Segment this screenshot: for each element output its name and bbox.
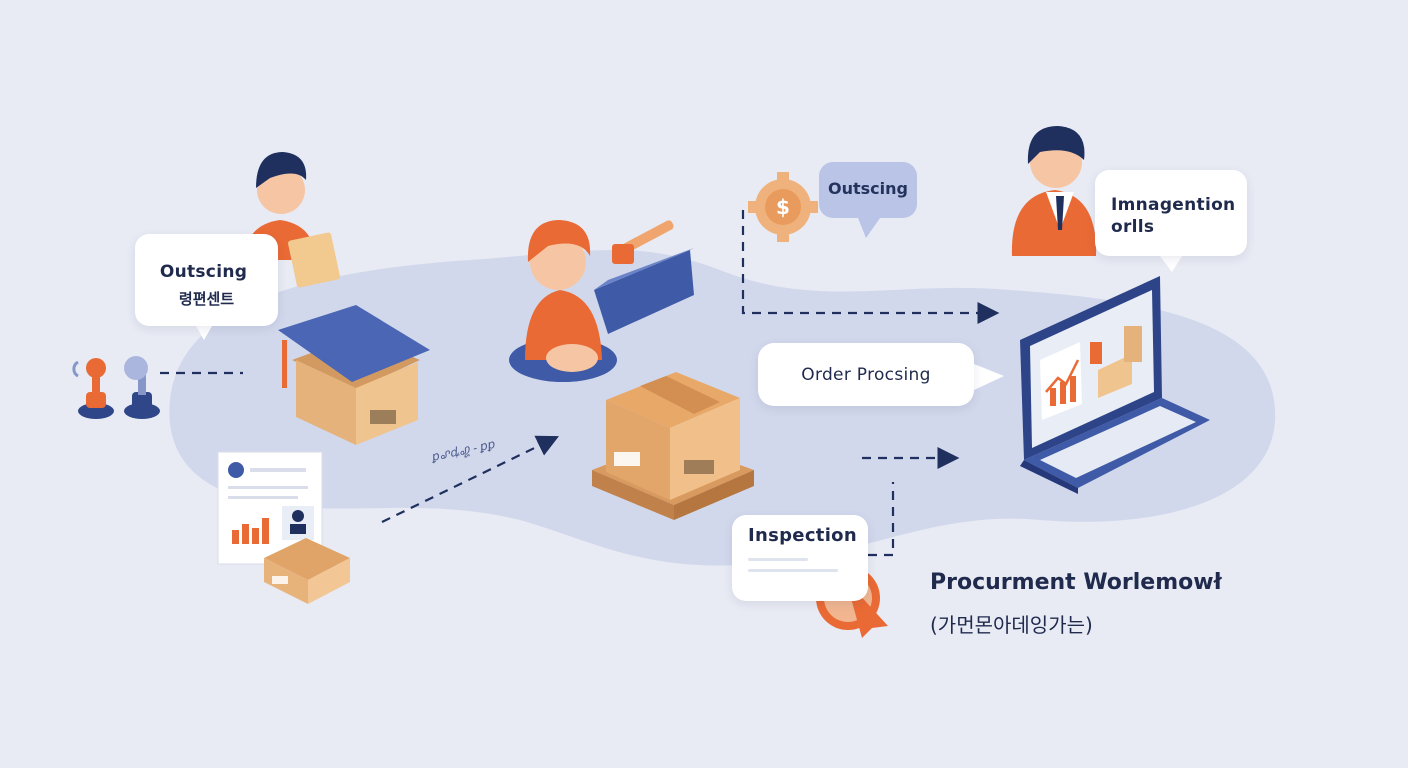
currency-gear-icon [748,172,818,242]
small-open-box-icon [264,538,350,604]
package-box-icon [592,372,754,520]
currency-symbol: $ [776,195,790,219]
inspection-line [748,558,808,561]
hammer-block-icon [594,220,694,334]
order-processing-bubble: Order Procsing [758,343,974,406]
person-center-icon [509,220,617,382]
caption-title: Procurment Worlemowł [930,570,1222,595]
laptop-dashboard-icon [1020,276,1210,494]
connector-top [741,210,1000,324]
inspection-label: Inspection [748,525,857,546]
order-processing-label: Order Procsing [801,365,931,385]
dashed-connectors [160,210,1000,557]
caption-subtitle: (가먼몬아데잉가는) [930,613,1093,637]
bubble-tail-right [1160,256,1182,272]
outsourcing-bubble-left: Outscing 령편센트 [135,234,278,326]
outsourcing-left-subtitle: 령편센트 [178,290,235,308]
imagination-line1: Imnagention [1111,195,1236,215]
caption: Procurment Worlemowł (가먼몬아데잉가는) [930,570,1222,638]
inspection-line [748,569,838,572]
connector-center-diagonal [381,435,559,523]
bubble-tail-left [196,326,212,340]
roofed-box-icon [278,305,430,445]
bubble-tail-top [858,218,880,238]
stamp-icons [72,356,160,419]
order-arrow-tip [974,364,1004,390]
imagination-bubble: Imnagention orlls [1095,170,1247,256]
person-right-icon [1011,126,1097,256]
imagination-line2: orlls [1111,217,1155,237]
outsourcing-bubble-top: Outscing [819,162,917,218]
outsourcing-left-title: Outscing [159,262,248,282]
connector-inspection [868,482,895,557]
inspection-bubble: Inspection [732,515,868,601]
